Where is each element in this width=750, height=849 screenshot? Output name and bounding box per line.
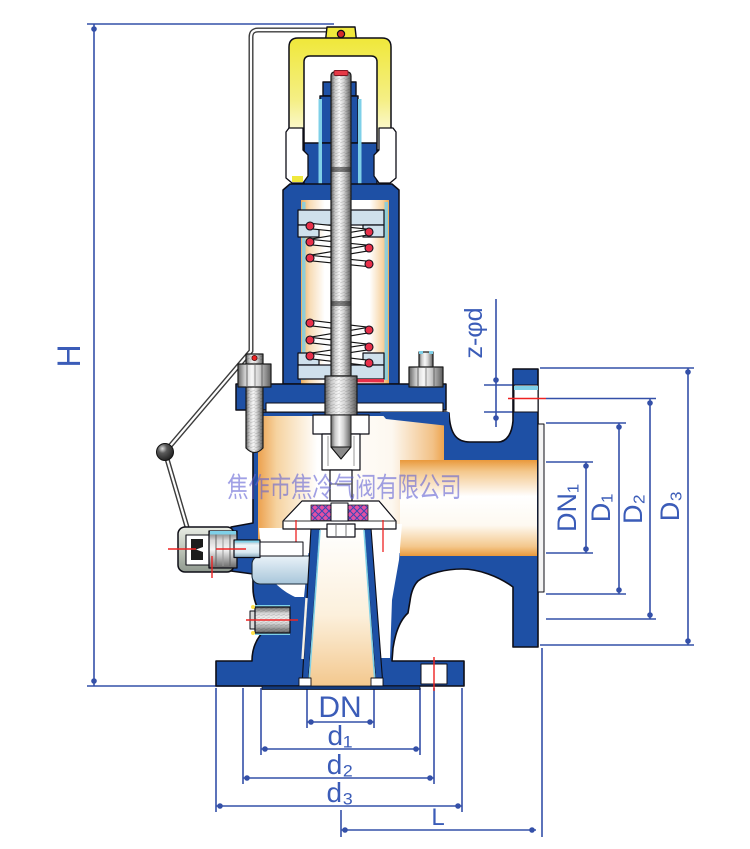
watermark-text: 焦作市焦冷气阀有限公司 — [227, 471, 535, 504]
valve-stem — [324, 70, 358, 421]
seat-notch-left — [298, 677, 312, 687]
seat-notch-right — [370, 677, 384, 687]
outlet-raised-face — [537, 423, 545, 593]
lever-shaft-slot — [259, 541, 304, 557]
stud-left — [237, 353, 272, 454]
dim-label-DN: DN — [318, 691, 361, 724]
seat-seal — [310, 504, 369, 521]
dim-label-z-phi-d: z-φd — [460, 308, 488, 359]
valve-assembly — [156, 26, 546, 691]
fork-foot-yellow — [292, 176, 303, 182]
dimension-labels: H z-φd DN₁ D₁ D₂ D₃ DN d₁ d₂ d₃ L — [51, 308, 685, 831]
dim-label-d3: d₃ — [327, 777, 354, 808]
stem-tip-cone — [330, 446, 352, 460]
fork-foot-left — [285, 127, 309, 184]
centerlines — [168, 397, 546, 691]
stem-sleeve — [318, 99, 362, 210]
stem-cap-red — [333, 70, 349, 76]
nozzle-liner-left — [308, 529, 321, 684]
outlet-duct-bore — [400, 460, 537, 556]
dim-label-DN1: DN₁ — [552, 484, 582, 532]
watermark — [227, 473, 460, 500]
fork-foot-right — [373, 127, 397, 184]
spring-gasket-red — [341, 379, 384, 383]
wire-ball — [156, 443, 174, 461]
nozzle-bore — [308, 528, 376, 686]
disc-nut — [326, 523, 356, 538]
inlet-raised-face — [261, 685, 421, 690]
stud-right — [408, 351, 444, 388]
bonnet-liner-left — [302, 202, 306, 380]
dim-label-D2: D₂ — [618, 494, 648, 524]
nozzle-gap-left — [301, 597, 308, 660]
dim-label-D1: D₁ — [586, 494, 616, 523]
lifting-fork — [285, 26, 397, 184]
dim-label-H: H — [51, 344, 87, 367]
disc-assembly — [282, 414, 397, 552]
stud-pin-red — [251, 354, 258, 361]
dim-label-L: L — [431, 804, 444, 831]
disc-bolt — [330, 502, 349, 522]
outlet-hole-liner — [514, 386, 538, 390]
lever-wire — [162, 27, 331, 528]
dimension-arrows — [91, 26, 691, 833]
lever-mechanism — [177, 526, 304, 573]
fork-pin-hole — [336, 29, 346, 39]
body-top-lip — [380, 412, 449, 426]
dim-label-D3: D₃ — [655, 491, 685, 522]
lever-section — [191, 539, 203, 560]
bonnet-liner-right — [384, 202, 388, 380]
nozzle-liner-right — [363, 529, 376, 684]
dim-label-d1: d₁ — [327, 720, 352, 751]
dimension-lines — [87, 23, 694, 837]
dim-label-d2: d₂ — [327, 749, 353, 780]
